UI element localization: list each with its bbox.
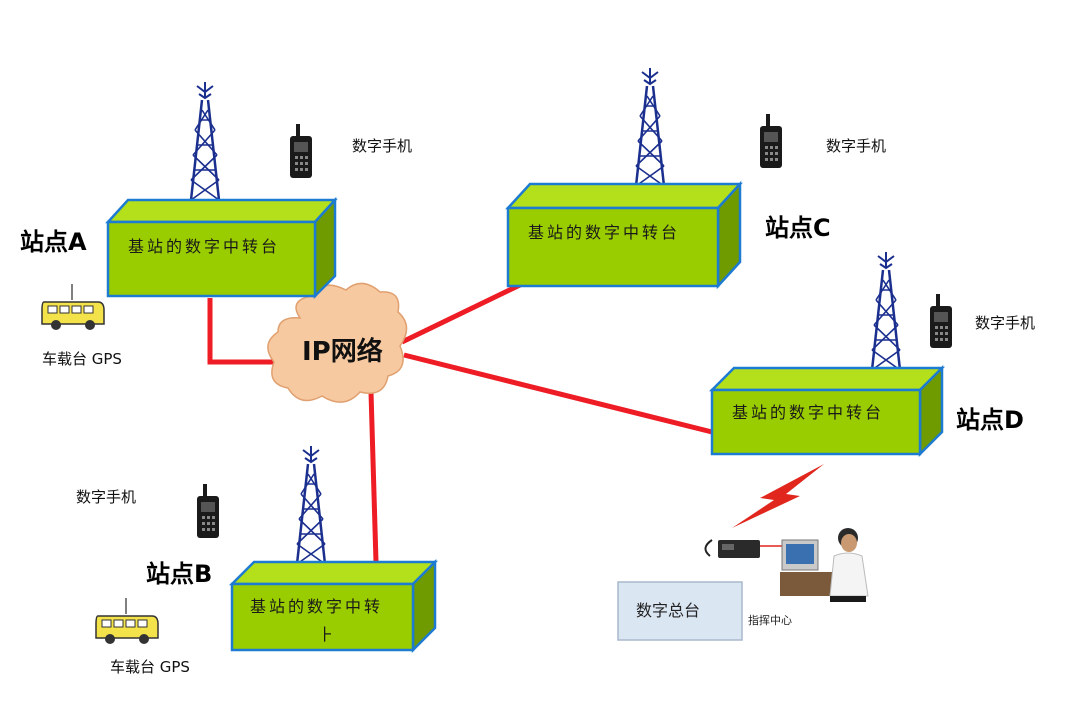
handheld-radio-icon	[290, 124, 312, 178]
link-station-a	[207, 298, 278, 365]
network-links	[207, 281, 713, 563]
repeater-box	[710, 388, 922, 456]
antenna-tower-icon	[189, 80, 221, 202]
station-a-name: 站点A	[20, 228, 87, 256]
base-radio-icon	[704, 539, 784, 558]
station-d: 数字手机 基站的数字中转台 站点D 数字总台	[617, 250, 1035, 641]
station-d-box-text: 基站的数字中转台	[732, 403, 884, 422]
dispatch-operator-icon	[780, 528, 869, 602]
station-a: 数字手机 基站的数字中转台 站点A 车载台 GPS	[20, 80, 412, 368]
station-b-radio-label: 数字手机	[76, 488, 136, 506]
antenna-tower-icon	[634, 66, 666, 188]
handheld-radio-icon	[760, 114, 782, 168]
station-b-box-text-2: ⺊	[318, 625, 337, 644]
station-b-vehicle-label: 车载台 GPS	[110, 658, 190, 676]
center-label: 指挥中心	[748, 613, 792, 627]
station-b-box-text: 基站的数字中转	[250, 597, 383, 616]
link-station-d	[403, 352, 713, 435]
repeater-box	[506, 206, 720, 288]
station-d-name: 站点D	[956, 406, 1024, 434]
vehicle-icon	[41, 283, 105, 331]
handheld-radio-icon	[930, 294, 952, 348]
console-box	[617, 581, 743, 641]
station-c-box-text: 基站的数字中转台	[528, 223, 680, 242]
station-a-box-text: 基站的数字中转台	[128, 237, 280, 256]
network-label: IP网络	[302, 336, 383, 367]
antenna-tower-icon	[295, 444, 327, 566]
station-b-name: 站点B	[146, 560, 212, 588]
link-station-b	[368, 391, 379, 563]
station-a-vehicle-label: 车载台 GPS	[42, 350, 122, 368]
station-d-radio-label: 数字手机	[975, 314, 1035, 332]
station-a-radio-label: 数字手机	[352, 137, 412, 155]
console-label: 数字总台	[636, 601, 700, 620]
station-c: 数字手机 基站的数字中转台 站点C	[505, 66, 886, 290]
link-station-c	[400, 281, 524, 345]
antenna-tower-icon	[870, 250, 902, 372]
dispatch-center: 数字总台 指挥中心	[617, 528, 869, 641]
repeater-box	[230, 582, 415, 652]
vehicle-icon	[95, 597, 159, 645]
repeater-box	[106, 220, 317, 298]
station-c-radio-label: 数字手机	[826, 137, 886, 155]
station-b: 数字手机 基站的数字中转 ⺊ 站点B 车载台 GPS	[76, 444, 439, 676]
lightning-icon	[732, 464, 824, 528]
station-c-name: 站点C	[765, 214, 831, 242]
ip-network-cloud: IP网络	[267, 282, 408, 403]
handheld-radio-icon	[197, 484, 219, 538]
